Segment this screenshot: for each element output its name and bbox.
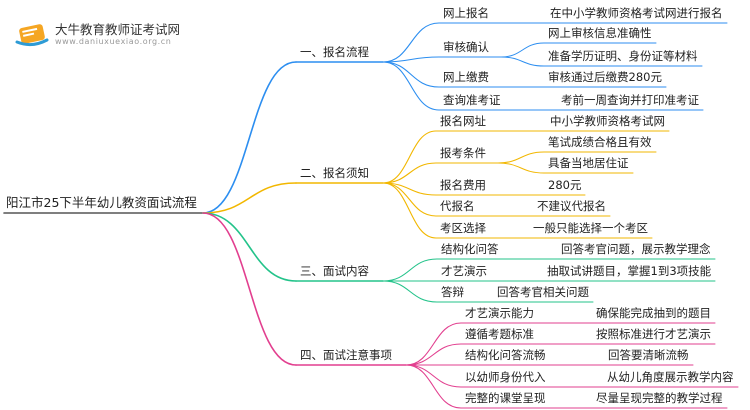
node-registration-fee: 报名费用 xyxy=(440,178,486,192)
b0i0-connector xyxy=(382,22,440,63)
b2i2-connector xyxy=(382,280,438,303)
brand-url: www.daniuxuexiao.org.cn xyxy=(55,37,172,46)
leaf-clear-answer: 回答要清晰流畅 xyxy=(608,348,689,362)
b1i1c0-connector xyxy=(497,151,545,164)
leaf-full-process: 尽量呈现完整的教学过程 xyxy=(596,391,723,405)
leaf-no-proxy: 不建议代报名 xyxy=(537,199,606,213)
leaf-answer-examiner: 回答考官问题，展示教学理念 xyxy=(561,242,711,256)
node-follow-standards: 遵循考题标准 xyxy=(465,327,534,341)
leaf-online-review: 网上审核信息准确性 xyxy=(548,26,652,40)
node-registration-site: 报名网址 xyxy=(440,114,486,128)
b3i0-connector xyxy=(405,322,462,366)
root-topic: 阳江市25下半年幼儿教资面试流程 xyxy=(6,195,197,210)
branch-registration-notice: 二、报名须知 xyxy=(300,166,369,180)
b0i2-connector xyxy=(382,61,440,88)
leaf-written-exam-passed: 笔试成绩合格且有效 xyxy=(548,135,652,149)
leaf-register-on-site: 在中小学教师资格考试网进行报名 xyxy=(550,6,723,20)
b0-connector xyxy=(202,61,297,214)
b1i3-connector xyxy=(382,182,437,217)
b1i4-connector xyxy=(382,182,437,239)
b0i3-connector xyxy=(382,61,440,111)
node-online-registration: 网上报名 xyxy=(443,6,489,20)
b0i1c1-connector xyxy=(500,56,545,67)
node-complete-lesson: 完整的课堂呈现 xyxy=(465,391,546,405)
node-exam-area: 考区选择 xyxy=(440,221,486,235)
b0i1c0-connector xyxy=(500,42,545,58)
node-eligibility: 报考条件 xyxy=(440,146,486,160)
node-talent-demo: 才艺演示 xyxy=(441,264,487,278)
node-review-confirm: 审核确认 xyxy=(443,40,489,54)
leaf-prepare-documents: 准备学历证明、身份证等材料 xyxy=(548,49,698,63)
leaf-exam-website: 中小学教师资格考试网 xyxy=(550,114,665,128)
b2i0-connector xyxy=(382,258,438,282)
b1i0-connector xyxy=(382,130,437,184)
leaf-print-ticket: 考前一周查询并打印准考证 xyxy=(561,93,699,107)
node-talent-ability: 才艺演示能力 xyxy=(465,306,534,320)
branch-registration-process: 一、报名流程 xyxy=(300,45,369,59)
node-defense: 答辩 xyxy=(441,285,464,299)
b3i4-connector xyxy=(405,364,462,409)
node-admission-ticket: 查询准考证 xyxy=(443,93,501,107)
b1-connector xyxy=(202,182,297,214)
leaf-draw-topic: 抽取试讲题目，掌握1到3项技能 xyxy=(547,264,712,278)
node-fluent-qa: 结构化问答流畅 xyxy=(465,348,546,362)
leaf-fee-amount: 280元 xyxy=(548,178,582,192)
node-online-payment: 网上缴费 xyxy=(443,70,489,84)
b0i1-connector xyxy=(382,56,440,63)
b3-connector xyxy=(202,212,297,366)
node-structured-qa: 结构化问答 xyxy=(441,242,499,256)
leaf-residence-permit: 具备当地居住证 xyxy=(548,156,629,170)
b2-connector xyxy=(202,212,297,282)
leaf-one-area: 一般只能选择一个考区 xyxy=(533,221,648,235)
node-teacher-role: 以幼师身份代入 xyxy=(465,370,546,384)
leaf-pay-fee: 审核通过后缴费280元 xyxy=(548,70,662,84)
leaf-demo-by-standard: 按照标准进行才艺演示 xyxy=(596,327,711,341)
node-proxy-registration: 代报名 xyxy=(440,199,475,213)
b1i1-connector xyxy=(382,162,437,184)
branch-interview-content: 三、面试内容 xyxy=(300,264,369,278)
b3i1-connector xyxy=(405,343,462,366)
book-stack-logo-icon xyxy=(15,24,49,47)
leaf-answer-questions: 回答考官相关问题 xyxy=(497,285,589,299)
b3i3-connector xyxy=(405,364,462,388)
leaf-complete-topic: 确保能完成抽到的题目 xyxy=(596,306,711,320)
branch-interview-tips: 四、面试注意事项 xyxy=(300,348,392,362)
brand-name: 大牛教育教师证考试网 xyxy=(55,22,181,37)
leaf-child-perspective: 从幼儿角度展示教学内容 xyxy=(607,370,734,384)
b1i1c1-connector xyxy=(497,162,545,174)
